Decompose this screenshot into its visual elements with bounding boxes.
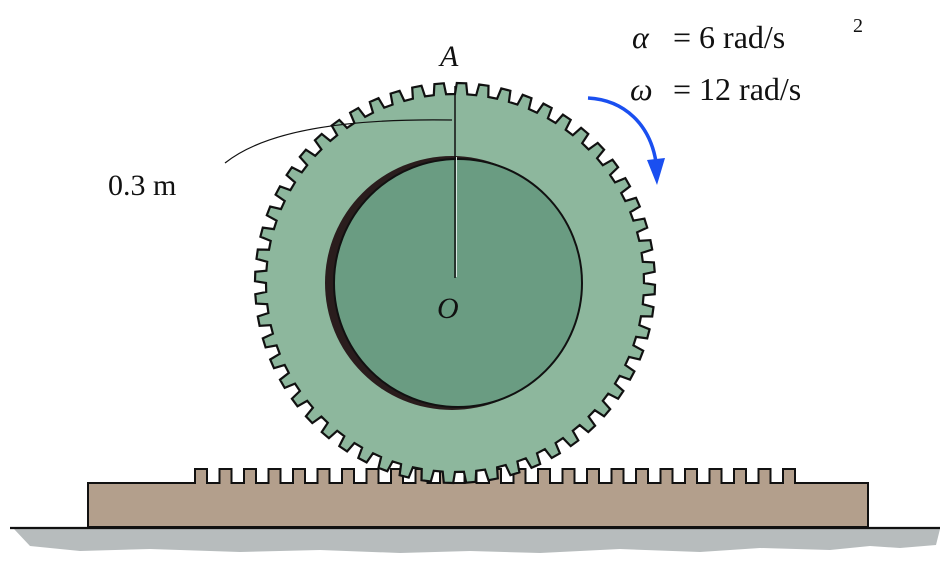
dimension-leader [224,119,453,164]
hub [333,158,583,408]
omega-symbol: ω [630,71,653,107]
alpha-symbol: α [632,19,650,55]
alpha-value: = 6 rad/s [673,19,785,55]
rotation-arrow-icon [587,96,665,185]
ground [10,526,940,553]
label-radius: 0.3 m [108,169,176,202]
label-point-o: O [437,292,459,325]
alpha-exponent: 2 [853,15,863,37]
rack [87,468,869,528]
label-point-a: A [438,40,459,73]
omega-value: = 12 rad/s [673,71,801,107]
